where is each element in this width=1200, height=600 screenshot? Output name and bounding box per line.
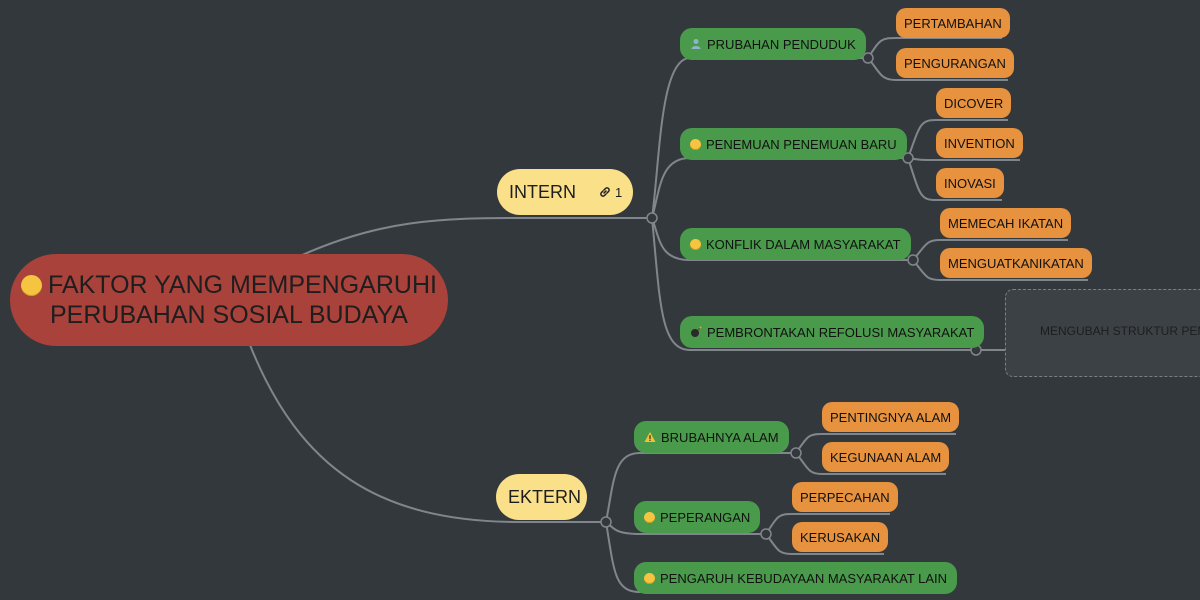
topic-label: MEMECAH IKATAN — [948, 215, 1064, 231]
floating-topic-box[interactable] — [1005, 289, 1200, 377]
topic-dicover[interactable]: DICOVER — [936, 88, 1012, 118]
person-icon — [691, 39, 701, 49]
topic-label: MENGUATKANIKATAN — [948, 255, 1084, 271]
topic-label: INVENTION — [944, 135, 1015, 151]
topic-label: PERPECAHAN — [800, 489, 890, 505]
topic-label: INTERN — [509, 181, 576, 202]
topic-penemuan-penemuan-baru[interactable]: PENEMUAN PENEMUAN BARU — [680, 128, 907, 160]
topic-menguatkanikatan[interactable]: MENGUATKANIKATAN — [940, 248, 1092, 278]
topic-memecah-ikatan[interactable]: MEMECAH IKATAN — [940, 208, 1072, 238]
smile-icon — [690, 138, 701, 150]
topic-pertambahan[interactable]: PERTAMBAHAN — [896, 8, 1010, 38]
topic-prubahan-penduduk[interactable]: PRUBAHAN PENDUDUK — [680, 28, 866, 60]
topic-label: DICOVER — [944, 95, 1004, 111]
topic-invention[interactable]: INVENTION — [936, 128, 1023, 158]
topic-pengurangan[interactable]: PENGURANGAN — [896, 48, 1014, 78]
topic-label: PEPERANGAN — [660, 509, 751, 525]
root-title-line1: FAKTOR YANG MEMPENGARUHI — [48, 271, 437, 299]
topic-label: KEGUNAAN ALAM — [830, 449, 942, 465]
topic-label: PENEMUAN PENEMUAN BARU — [706, 136, 897, 152]
bomb-icon — [691, 326, 702, 337]
topic-label: INOVASI — [944, 175, 996, 191]
root-topic[interactable]: FAKTOR YANG MEMPENGARUHI PERUBAHAN SOSIA… — [10, 254, 448, 346]
topic-label: PENTINGNYA ALAM — [830, 409, 952, 425]
topic-label: PERTAMBAHAN — [904, 15, 1002, 31]
smile-icon — [644, 511, 655, 523]
warning-icon — [644, 432, 656, 442]
link-icon — [600, 187, 610, 197]
smile-icon — [21, 274, 43, 296]
topic-label: EKTERN — [508, 486, 582, 507]
smile-icon — [690, 238, 701, 250]
topic-label: PEMBRONTAKAN REFOLUSI MASYARAKAT — [707, 324, 975, 340]
link-badge[interactable]: 1 — [598, 185, 622, 200]
topic-label: KERUSAKAN — [800, 529, 881, 545]
topic-pengaruh-kebudayaan[interactable]: PENGARUH KEBUDAYAAN MASYARAKAT LAIN — [634, 562, 958, 594]
topic-pembrontakan-refolusi[interactable]: PEMBRONTAKAN REFOLUSI MASYARAKAT — [680, 316, 985, 348]
topic-intern[interactable]: INTERN 1 — [497, 169, 633, 215]
smile-icon — [644, 572, 655, 584]
topic-label: MENGUBAH STRUKTUR PEM — [1040, 324, 1200, 338]
topic-pentingnya-alam[interactable]: PENTINGNYA ALAM — [822, 402, 960, 432]
topic-konflik-dalam-masyarakat[interactable]: KONFLIK DALAM MASYARAKAT — [680, 228, 911, 260]
link-count: 1 — [615, 184, 623, 200]
topic-mengubah-struktur[interactable]: MENGUBAH STRUKTUR PEM — [1040, 324, 1200, 338]
topic-kegunaan-alam[interactable]: KEGUNAAN ALAM — [822, 442, 950, 472]
topic-perpecahan[interactable]: PERPECAHAN — [792, 482, 898, 512]
topic-label: PRUBAHAN PENDUDUK — [707, 36, 856, 52]
topic-label: BRUBAHNYA ALAM — [661, 429, 779, 445]
topic-label: KONFLIK DALAM MASYARAKAT — [706, 236, 901, 252]
topic-inovasi[interactable]: INOVASI — [936, 168, 1004, 198]
topic-label: PENGARUH KEBUDAYAAN MASYARAKAT LAIN — [660, 570, 948, 586]
topic-kerusakan[interactable]: KERUSAKAN — [792, 522, 889, 552]
topic-label: PENGURANGAN — [904, 55, 1006, 71]
topic-ektern[interactable]: EKTERN — [496, 474, 587, 520]
topic-brubahnya-alam[interactable]: BRUBAHNYA ALAM — [634, 421, 789, 453]
root-title-line2: PERUBAHAN SOSIAL BUDAYA — [50, 301, 408, 329]
topic-peperangan[interactable]: PEPERANGAN — [634, 501, 761, 533]
